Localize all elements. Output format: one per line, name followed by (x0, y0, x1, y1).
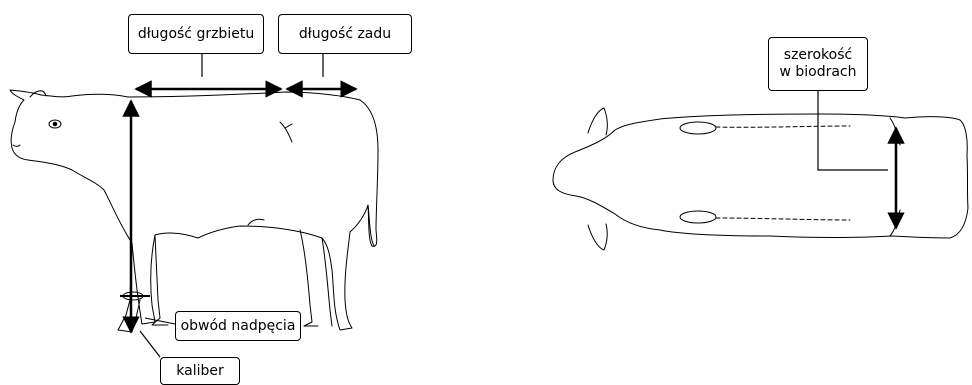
caliper-leader (140, 331, 160, 357)
back-length-text: długość grzbietu (138, 26, 254, 43)
hip-width-text-line2: w biodrach (779, 64, 856, 81)
back-length-label: długość grzbietu (128, 14, 264, 54)
top-measurement-lines (818, 91, 896, 228)
cannon-girth-label: obwód nadpęcia (175, 311, 301, 341)
hip-width-leader (818, 91, 888, 170)
hip-width-label: szerokość w biodrach (768, 37, 868, 91)
caliper-text: kaliber (176, 363, 223, 380)
cannon-girth-text: obwód nadpęcia (181, 318, 296, 335)
rump-length-text: długość zadu (299, 26, 391, 43)
calf-side-view (10, 90, 378, 332)
calf-top-view (553, 108, 968, 250)
rump-length-label: długość zadu (278, 14, 412, 54)
caliper-label: kaliber (160, 357, 240, 385)
hip-width-text-line1: szerokość (784, 47, 852, 64)
